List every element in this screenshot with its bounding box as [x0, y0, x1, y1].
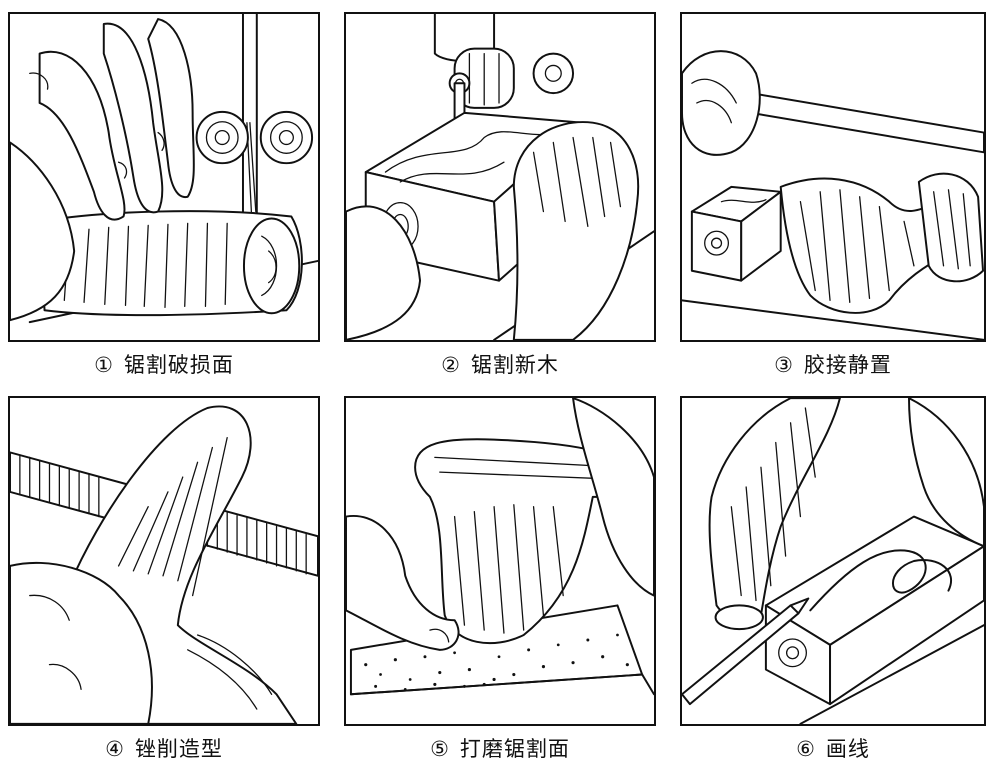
step-6-label: 画线 — [826, 737, 870, 761]
step-3-number: ③ — [774, 353, 794, 377]
step-6-number: ⑥ — [796, 737, 816, 761]
step-4-panel — [8, 396, 320, 726]
step-1-panel — [8, 12, 320, 342]
step-6-panel — [680, 396, 986, 726]
step-3-caption: ③ 胶接静置 — [680, 348, 986, 382]
step-1-number: ① — [94, 353, 114, 377]
step-5-caption: ⑤ 打磨锯割面 — [344, 732, 656, 766]
step-4-number: ④ — [105, 737, 125, 761]
step-3-illustration — [682, 14, 984, 340]
step-2-illustration — [346, 14, 654, 340]
step-5-label: 打磨锯割面 — [460, 737, 570, 761]
step-3-panel — [680, 12, 986, 342]
step-2-label: 锯割新木 — [471, 353, 559, 377]
step-2-panel — [344, 12, 656, 342]
step-5-panel — [344, 396, 656, 726]
step-6-illustration — [682, 398, 984, 724]
step-3-label: 胶接静置 — [804, 353, 892, 377]
step-4-label: 锉削造型 — [135, 737, 223, 761]
step-4-illustration — [10, 398, 318, 724]
step-4-caption: ④ 锉削造型 — [8, 732, 320, 766]
step-1-caption: ① 锯割破损面 — [8, 348, 320, 382]
step-5-illustration — [346, 398, 654, 724]
step-1-illustration — [10, 14, 318, 340]
step-1-label: 锯割破损面 — [124, 353, 234, 377]
step-2-number: ② — [441, 353, 461, 377]
step-5-number: ⑤ — [430, 737, 450, 761]
step-6-caption: ⑥ 画线 — [680, 732, 986, 766]
step-2-caption: ② 锯割新木 — [344, 348, 656, 382]
